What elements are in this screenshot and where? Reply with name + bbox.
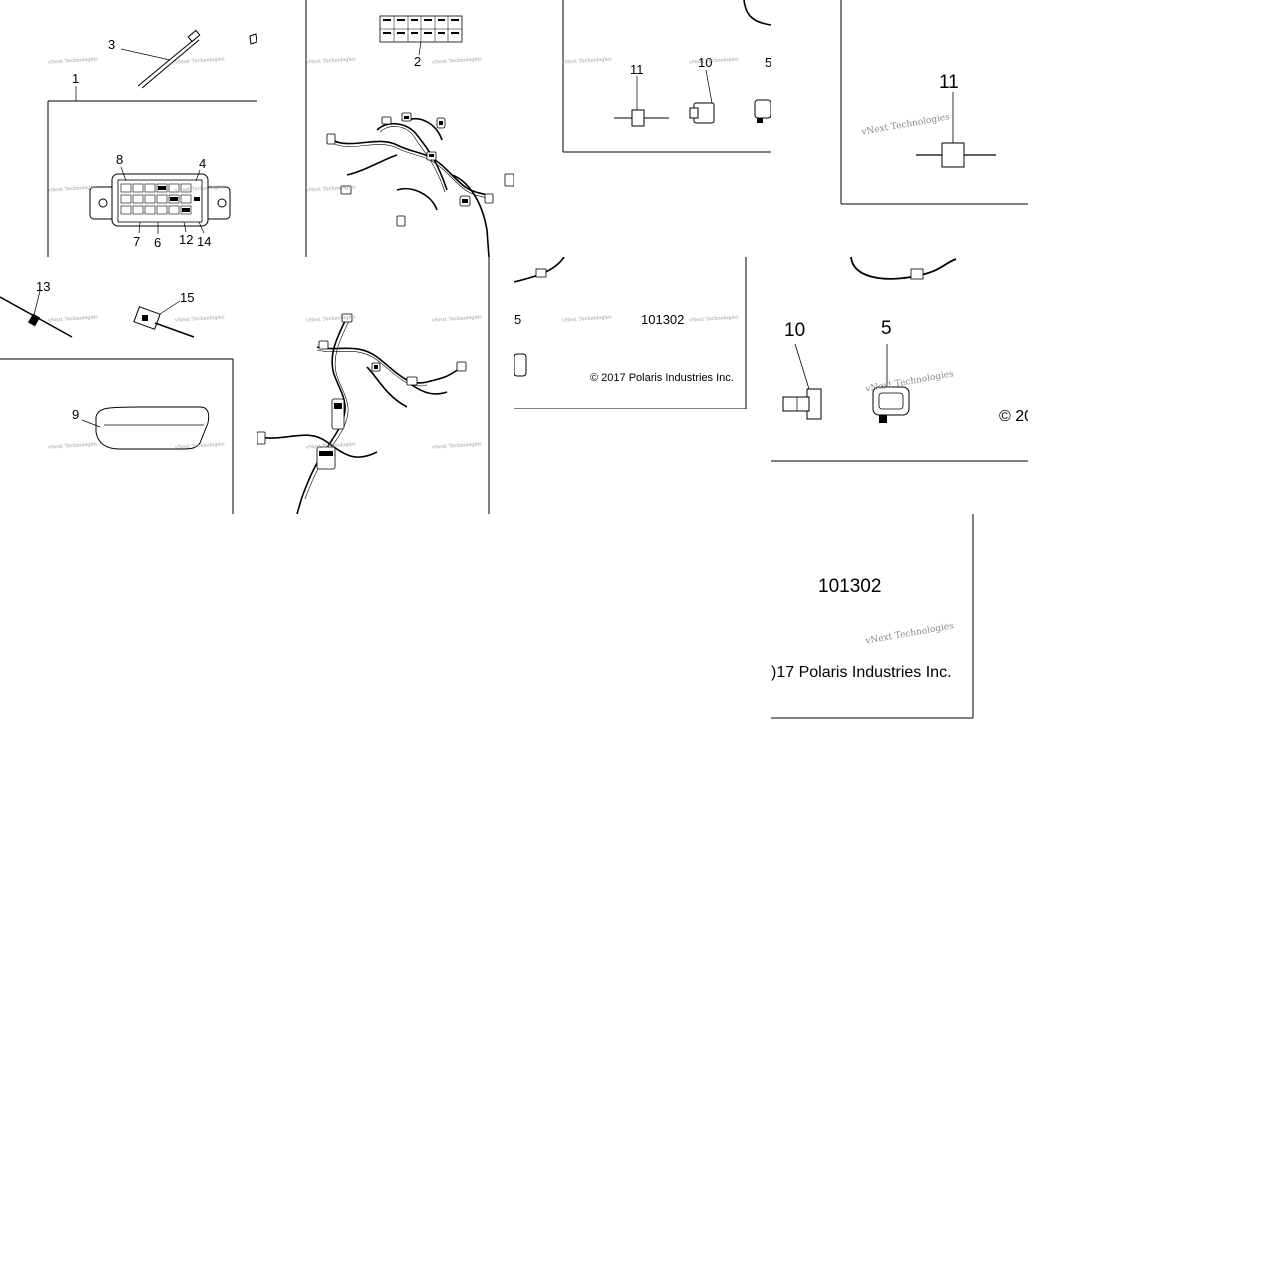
callout-5: 5 <box>765 55 771 70</box>
callout-3: 3 <box>108 37 116 52</box>
callout-11: 11 <box>630 62 644 77</box>
diagram-code-large: 101302 <box>818 576 882 597</box>
connector-drawing <box>47 29 257 257</box>
callout-10-large: 10 <box>784 320 806 341</box>
harness-main-drawing <box>257 257 490 514</box>
tile-fuse-parts: 11 10 5 vNext Technologies vNext Technol… <box>514 0 771 257</box>
tile-harness-main: vNext Technologies vNext Technologies vN… <box>257 257 514 514</box>
tile-title-block: 5 101302 © 2017 Polaris Industries Inc. … <box>514 257 771 409</box>
callout-11-large: 11 <box>939 72 959 93</box>
callout-14: 14 <box>197 234 212 249</box>
callout-4: 4 <box>199 156 207 171</box>
copyright-cropped: )17 Polaris Industries Inc. <box>771 664 952 681</box>
connector-zoom-drawing <box>771 257 1028 462</box>
tile-connector-parts: 3 1 8 4 7 6 12 14 vNext Technologies vNe… <box>0 0 257 257</box>
callout-8: 8 <box>116 152 124 167</box>
fuse-zoom-drawing <box>840 0 1028 205</box>
callout-5-cropped: 5 <box>514 312 522 327</box>
tile-connector-zoom: 10 5 © 20 vNext Technologies <box>771 257 1028 462</box>
tile-title-zoom: 101302 )17 Polaris Industries Inc. vNext… <box>771 514 976 719</box>
tile-fuse-zoom: 11 vNext Technologies <box>771 0 1028 257</box>
tile-harness-label: 2 vNext Technologies vNext Technologies … <box>257 0 514 257</box>
callout-1: 1 <box>72 71 80 86</box>
callout-5-large: 5 <box>881 318 892 339</box>
callout-6: 6 <box>154 235 162 250</box>
callout-10: 10 <box>698 55 713 70</box>
callout-9: 9 <box>72 407 80 422</box>
copyright: © 2017 Polaris Industries Inc. <box>590 372 734 384</box>
callout-7: 7 <box>133 234 141 249</box>
clips-drawing <box>0 290 234 514</box>
title-zoom-drawing <box>771 514 974 719</box>
callout-12: 12 <box>179 232 194 247</box>
callout-2: 2 <box>414 54 422 69</box>
fuse-parts-drawing <box>562 0 771 153</box>
title-block-drawing <box>514 257 747 409</box>
callout-13: 13 <box>36 279 51 294</box>
harness-drawing <box>305 0 514 257</box>
callout-15: 15 <box>180 290 195 305</box>
tile-clips: 13 15 9 vNext Technologies vNext Technol… <box>0 257 257 514</box>
diagram-code: 101302 <box>641 312 685 327</box>
copyright-fragment: © 20 <box>999 408 1028 425</box>
